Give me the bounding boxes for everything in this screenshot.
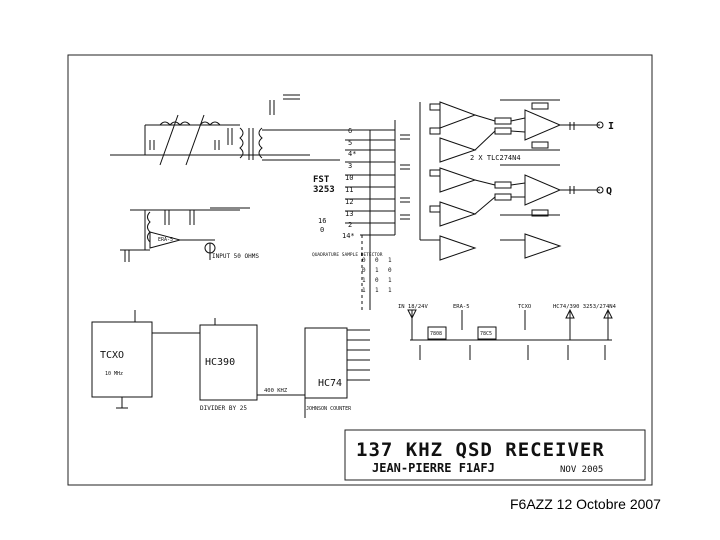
truth-cell: 1 xyxy=(388,287,392,294)
output-q-label: Q xyxy=(606,186,612,197)
output-i-label: I xyxy=(608,121,614,132)
opamp-bank xyxy=(419,99,604,261)
regulator-78c5: 78C5 xyxy=(480,331,492,337)
pin-0-label: 0 xyxy=(320,226,324,234)
power-label-era5: ERA-5 xyxy=(453,304,470,310)
pin-12: 12 xyxy=(345,198,353,206)
hc390-label: HC390 xyxy=(205,357,235,368)
quad-opamp-label: 2 X TLC274N4 xyxy=(470,154,521,162)
freq-label: 400 KHZ xyxy=(264,388,288,394)
truth-cell: 0 xyxy=(362,257,366,264)
tcxo-label: TCXO xyxy=(100,350,124,361)
pin-2: 2 xyxy=(348,221,352,229)
switch-pins: 6 5 4* 3 10 11 12 13 2 14* xyxy=(342,127,356,240)
title-block xyxy=(344,429,646,481)
truth-cell: 0 xyxy=(375,277,379,284)
regulator-7808: 7808 xyxy=(430,331,442,337)
input-filter-section xyxy=(110,114,310,262)
pin-14: 14* xyxy=(342,232,355,240)
input-label: INPUT 50 OHMS xyxy=(212,253,259,260)
hc74-label: HC74 xyxy=(318,378,342,389)
drawing-frame xyxy=(67,54,653,486)
pin-16-label: 16 xyxy=(318,217,326,225)
power-label-logic: HC74/390 3253/274N4 xyxy=(553,304,617,310)
hc390-box xyxy=(199,324,258,401)
truth-cell: 1 xyxy=(375,267,379,274)
truth-cell: 1 xyxy=(362,287,366,294)
switch-ic-label: FST xyxy=(313,175,330,185)
pin-3: 3 xyxy=(348,162,352,170)
truth-cell: 0 xyxy=(375,257,379,264)
counter-label: JOHNSON COUNTER xyxy=(306,406,352,412)
truth-cell: 0 xyxy=(388,267,392,274)
switch-ic-label-num: 3253 xyxy=(313,185,335,195)
truth-cell: 0 xyxy=(362,267,366,274)
truth-cell: 1 xyxy=(375,287,379,294)
truth-cell: 1 xyxy=(388,257,392,264)
pin-13: 13 xyxy=(345,210,353,218)
truth-cell: 1 xyxy=(388,277,392,284)
truth-cell: 1 xyxy=(362,277,366,284)
tcxo-freq: 10 MHz xyxy=(105,371,123,377)
power-label-tcxo: TCXO xyxy=(518,304,531,310)
pin-4: 4* xyxy=(348,150,356,158)
power-section xyxy=(407,308,613,360)
footer-caption: F6AZZ 12 Octobre 2007 xyxy=(510,496,661,512)
divider-label: DIVIDER BY 25 xyxy=(200,405,247,412)
power-label-in: IN 18/24V xyxy=(398,304,428,310)
truth-table: 0 0 1 0 1 0 1 0 1 1 1 1 xyxy=(362,257,392,294)
detector-label: QUADRATURE SAMPLE DETECTOR xyxy=(312,252,383,258)
title-main: 137 KHZ QSD RECEIVER xyxy=(356,439,605,461)
switch-ic-body xyxy=(269,94,410,310)
pin-11: 11 xyxy=(345,186,353,194)
pin-6: 6 xyxy=(348,127,352,135)
clock-section xyxy=(91,310,370,418)
era5-label: ERA-5 xyxy=(158,237,173,243)
title-author: JEAN-PIERRE F1AFJ xyxy=(372,461,495,475)
hc74-box xyxy=(304,327,348,399)
pin-10: 10 xyxy=(345,174,353,182)
title-date: NOV 2005 xyxy=(560,465,603,475)
pin-5: 5 xyxy=(348,139,352,147)
